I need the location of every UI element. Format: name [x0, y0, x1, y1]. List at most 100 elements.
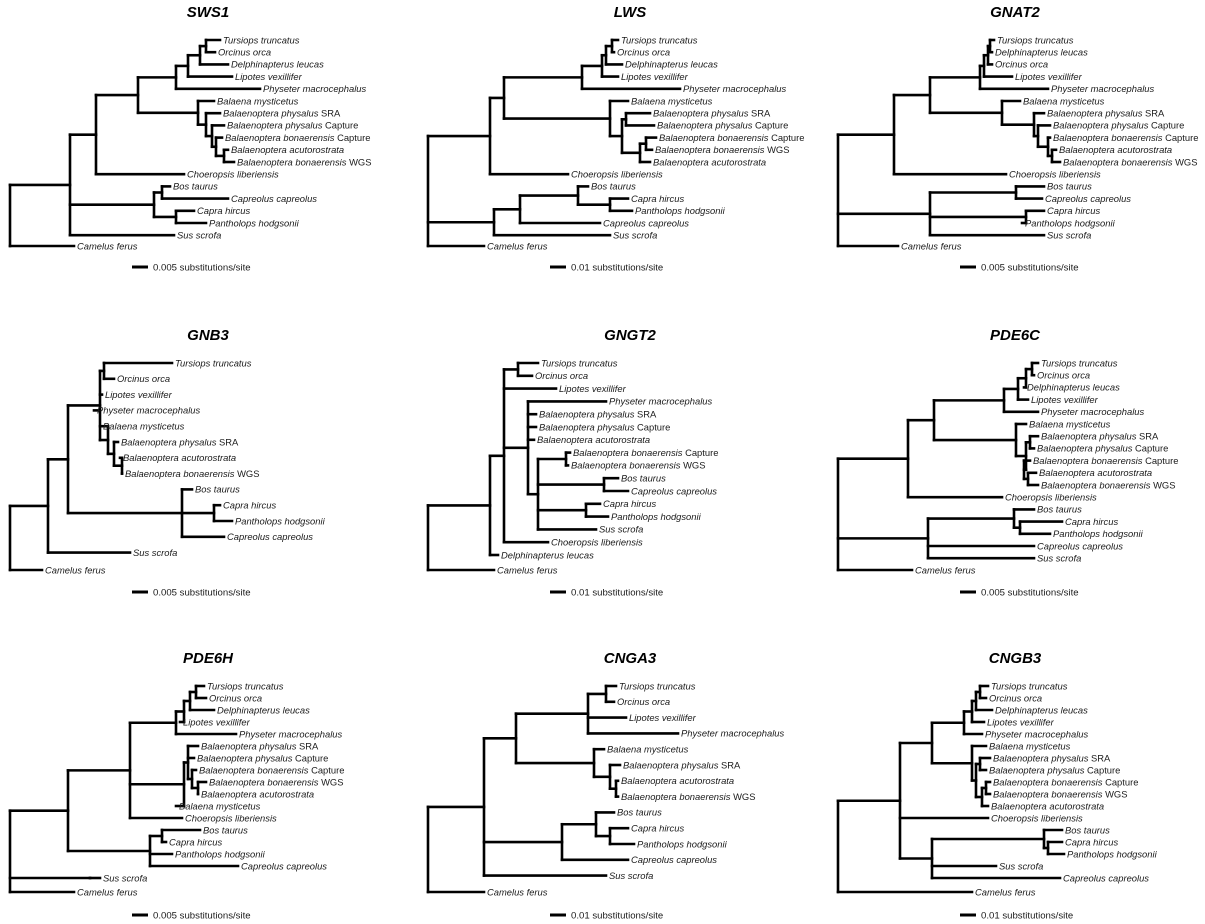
leaf-label: Pantholops hodgsonii — [635, 205, 726, 216]
leaf-label: Balaenoptera bonaerensis WGS — [209, 776, 343, 787]
leaf-label: Capra hircus — [631, 823, 684, 834]
species-name: Tursiops truncatus — [1041, 357, 1118, 368]
leaf-label: Sus scrofa — [1037, 553, 1081, 564]
species-name: Choeropsis liberiensis — [551, 537, 643, 548]
sample-source: Capture — [1142, 455, 1178, 466]
species-name: Sus scrofa — [999, 860, 1043, 871]
sample-source: SRA — [718, 759, 741, 770]
leaf-label: Bos taurus — [621, 473, 666, 484]
sample-source: SRA — [634, 409, 657, 420]
species-name: Balaenoptera acutorostrata — [123, 452, 236, 463]
species-name: Bos taurus — [1047, 181, 1092, 192]
leaf-label: Delphinapterus leucas — [501, 549, 594, 560]
species-name: Balaenoptera physalus — [223, 108, 319, 119]
leaf-label: Delphinapterus leucas — [625, 59, 718, 70]
scale-label: 0.01 substitutions/site — [571, 588, 663, 599]
species-name: Physeter macrocephalus — [985, 728, 1088, 739]
leaf-label: Sus scrofa — [1047, 230, 1091, 241]
tree-title: LWS — [614, 4, 647, 21]
tree-title: GNB3 — [187, 327, 229, 344]
species-name: Orcinus orca — [209, 692, 262, 703]
leaf-label: Delphinapterus leucas — [1027, 382, 1120, 393]
scale-label: 0.005 substitutions/site — [153, 588, 251, 599]
leaf-label: Physeter macrocephalus — [683, 83, 786, 94]
species-name: Sus scrofa — [613, 230, 657, 241]
leaf-label: Capreolus capreolus — [631, 485, 717, 496]
sample-source: SRA — [748, 108, 771, 119]
leaf-label: Camelus ferus — [901, 240, 962, 251]
leaf-label: Balaenoptera physalus Capture — [657, 120, 788, 131]
leaf-label: Balaenoptera physalus Capture — [197, 752, 328, 763]
species-name: Bos taurus — [617, 807, 662, 818]
leaf-label: Bos taurus — [1047, 181, 1092, 192]
species-name: Lipotes vexillifer — [235, 71, 303, 82]
leaf-label: Sus scrofa — [999, 860, 1043, 871]
leaf-label: Balaenoptera physalus SRA — [1047, 108, 1165, 119]
leaf-label: Pantholops hodgsonii — [611, 511, 702, 522]
scale-label: 0.005 substitutions/site — [153, 263, 251, 274]
species-name: Capra hircus — [631, 193, 684, 204]
leaf-label: Choeropsis liberiensis — [991, 812, 1083, 823]
leaf-label: Balaenoptera acutorostrata — [621, 775, 734, 786]
leaf-label: Balaenoptera bonaerensis WGS — [655, 144, 789, 155]
species-name: Balaenoptera bonaerensis — [573, 447, 683, 458]
leaf-label: Delphinapterus leucas — [217, 704, 310, 715]
leaf-label: Lipotes vexillifer — [559, 383, 627, 394]
species-name: Lipotes vexillifer — [105, 389, 173, 400]
sample-source: Capture — [752, 120, 788, 131]
sample-source: WGS — [1102, 788, 1127, 799]
leaf-label: Tursiops truncatus — [207, 680, 284, 691]
leaf-label: Capreolus capreolus — [231, 193, 317, 204]
leaf-label: Physeter macrocephalus — [609, 396, 712, 407]
leaf-label: Capreolus capreolus — [227, 531, 313, 542]
sample-source: WGS — [730, 791, 755, 802]
species-name: Camelus ferus — [45, 564, 106, 575]
species-name: Orcinus orca — [989, 692, 1042, 703]
leaf-label: Choeropsis liberiensis — [571, 169, 663, 180]
species-name: Orcinus orca — [218, 47, 271, 58]
leaf-label: Balaenoptera physalus Capture — [1053, 120, 1184, 131]
species-name: Balaenoptera bonaerensis — [1053, 132, 1163, 143]
species-name: Camelus ferus — [497, 564, 558, 575]
leaf-label: Bos taurus — [591, 181, 636, 192]
species-name: Capra hircus — [1047, 205, 1100, 216]
leaf-label: Orcinus orca — [989, 692, 1042, 703]
species-name: Sus scrofa — [609, 870, 653, 881]
leaf-label: Camelus ferus — [487, 886, 548, 897]
tree-title: PDE6C — [990, 327, 1041, 344]
leaf-label: Balaenoptera physalus Capture — [989, 764, 1120, 775]
leaf-label: Camelus ferus — [77, 240, 138, 251]
species-name: Capra hircus — [169, 836, 222, 847]
species-name: Bos taurus — [1065, 824, 1110, 835]
species-name: Orcinus orca — [617, 696, 670, 707]
leaf-label: Camelus ferus — [77, 886, 138, 897]
species-name: Balaenoptera physalus — [1053, 120, 1149, 131]
sample-source: SRA — [1088, 752, 1111, 763]
leaf-label: Balaena mysticetus — [989, 740, 1071, 751]
species-name: Balaenoptera acutorostrata — [231, 144, 344, 155]
leaf-label: Capra hircus — [1047, 205, 1100, 216]
leaf-label: Physeter macrocephalus — [1051, 83, 1154, 94]
leaf-label: Bos taurus — [1065, 824, 1110, 835]
species-name: Physeter macrocephalus — [97, 405, 200, 416]
species-name: Pantholops hodgsonii — [1025, 217, 1116, 228]
leaf-label: Balaenoptera bonaerensis Capture — [1053, 132, 1198, 143]
tree-title: SWS1 — [187, 4, 230, 21]
leaf-label: Balaenoptera physalus SRA — [539, 409, 657, 420]
species-name: Lipotes vexillifer — [629, 712, 697, 723]
tree-title: CNGA3 — [604, 650, 657, 667]
species-name: Balaena mysticetus — [989, 740, 1071, 751]
leaf-label: Tursiops truncatus — [175, 357, 252, 368]
species-name: Capra hircus — [1065, 516, 1118, 527]
leaf-label: Capreolus capreolus — [241, 860, 327, 871]
species-name: Balaenoptera bonaerensis — [993, 776, 1103, 787]
leaf-label: Balaenoptera physalus SRA — [1041, 431, 1159, 442]
leaf-label: Capra hircus — [631, 193, 684, 204]
species-name: Physeter macrocephalus — [239, 728, 342, 739]
species-name: Physeter macrocephalus — [263, 83, 366, 94]
sample-source: Capture — [1148, 120, 1184, 131]
species-name: Bos taurus — [1037, 504, 1082, 515]
species-name: Balaenoptera physalus — [121, 436, 217, 447]
species-name: Delphinapterus leucas — [995, 47, 1088, 58]
